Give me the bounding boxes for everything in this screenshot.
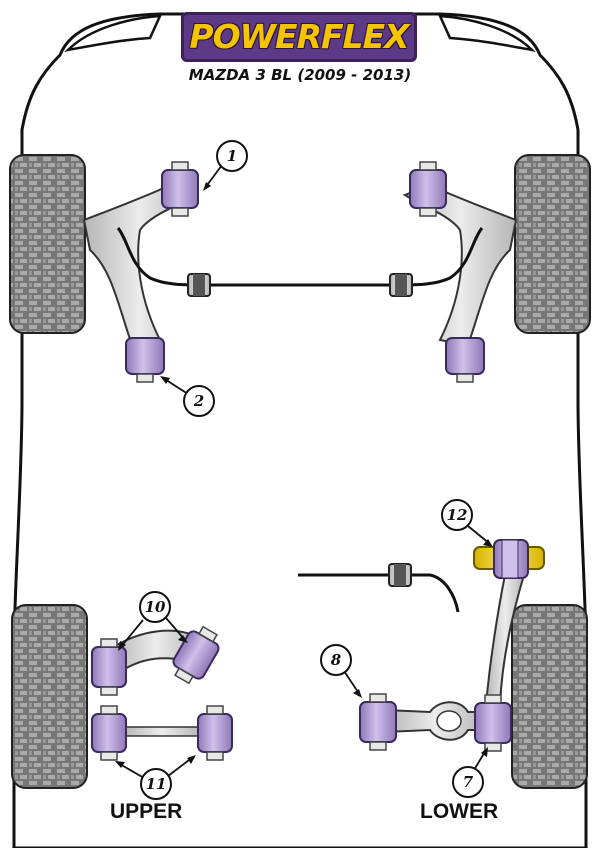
callout-12-label: 12 (447, 506, 468, 524)
rear-lower-arm (384, 701, 486, 741)
rear-right-wheel (511, 604, 588, 789)
callout-7-label: 7 (463, 773, 474, 791)
bush-10-right (172, 625, 220, 685)
front-left-wheel (9, 154, 86, 334)
bush-12-top-mount (473, 539, 545, 579)
callout-1: 1 (203, 140, 248, 191)
brand-logo-text: POWERFLEX (189, 17, 409, 56)
anti-roll-bar-bush-left (187, 273, 211, 297)
callout-12: 12 (441, 499, 493, 547)
rear-upper-straight-link (121, 726, 203, 737)
callout-2: 2 (160, 376, 215, 417)
bush-2-front-right (445, 337, 485, 383)
anti-roll-bar-bush-right (389, 273, 413, 297)
upper-section-label: UPPER (110, 800, 183, 823)
bush-7 (474, 694, 512, 752)
front-right-wheel (514, 154, 591, 334)
rear-anti-roll-bar (298, 573, 460, 613)
front-left-wishbone (82, 183, 198, 347)
left-fender-cutout (64, 14, 163, 52)
bush-1-front-left (161, 161, 199, 217)
bush-10-left (91, 638, 127, 696)
callout-10: 10 (118, 591, 188, 651)
callout-8-label: 8 (331, 651, 342, 669)
vehicle-model-title: MAZDA 3 BL (2009 - 2013) (188, 66, 412, 84)
front-anti-roll-bar (116, 227, 484, 287)
bush-11-right (197, 705, 233, 761)
right-fender-cutout (437, 14, 536, 52)
callout-7: 7 (452, 747, 488, 798)
bush-8 (359, 693, 397, 751)
callout-10-label: 10 (145, 598, 166, 616)
callout-11: 11 (115, 755, 196, 800)
bush-2-front-left (125, 337, 165, 383)
brand-logo-badge (181, 12, 417, 62)
callout-8: 8 (320, 644, 362, 698)
callout-2-label: 2 (193, 392, 204, 410)
bush-1-front-right (409, 161, 447, 217)
rear-left-wheel (11, 604, 88, 789)
rear-anti-roll-bar-bush (388, 563, 412, 587)
bush-11-left (91, 705, 127, 761)
lower-section-label: LOWER (420, 800, 499, 823)
rear-lower-arm-hole (436, 710, 462, 732)
callout-1-label: 1 (227, 147, 237, 165)
callout-11-label: 11 (146, 775, 167, 793)
